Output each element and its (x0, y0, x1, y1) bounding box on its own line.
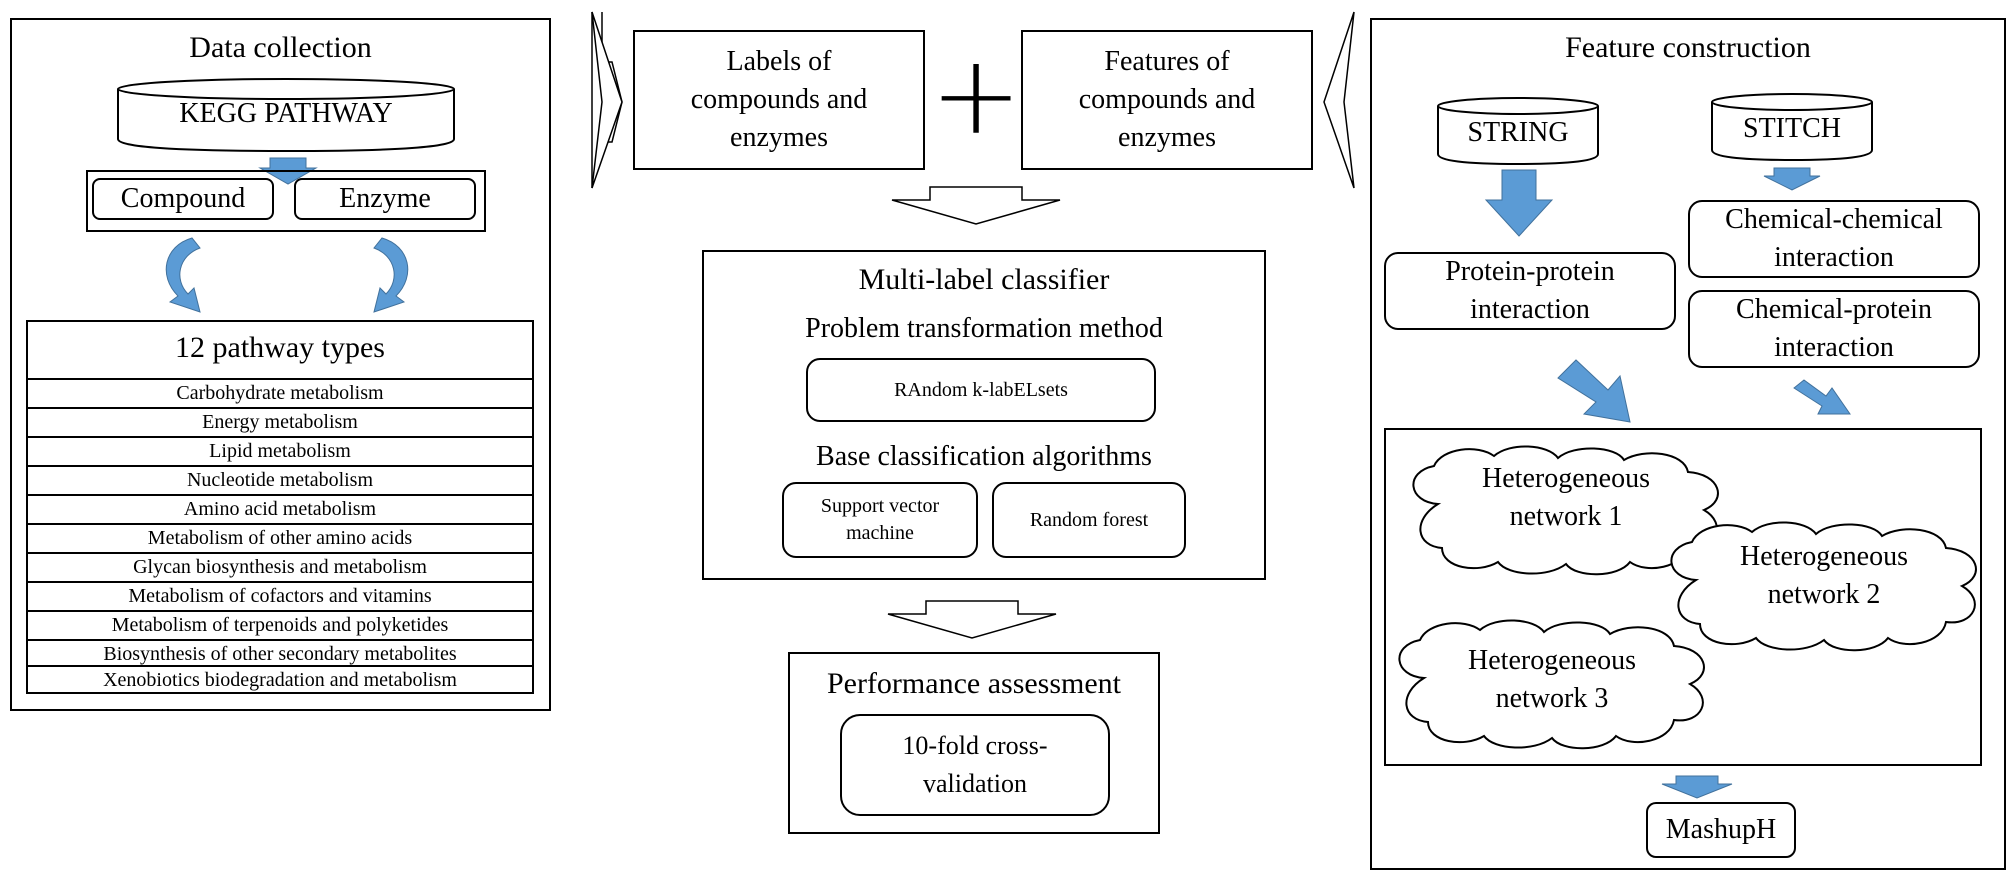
data-collection-panel: Data collection KEGG PATHWAY Compound En… (10, 18, 551, 711)
cci-line-2: interaction (1774, 242, 1894, 273)
random-forest-box: Random forest (992, 482, 1186, 558)
classifier-title: Multi-label classifier (858, 263, 1110, 296)
enzyme-box: Enzyme (294, 178, 476, 220)
heterogeneous-networks-group (1384, 428, 1982, 766)
ppi-box: Protein-protein interaction (1384, 252, 1676, 330)
cpi-line-2: interaction (1774, 332, 1894, 363)
cpi-line-1: Chemical-protein (1736, 294, 1932, 325)
data-collection-title: Data collection (189, 31, 372, 64)
svm-box: Support vector machine (782, 482, 978, 558)
network-2-line-1: Heterogeneous (1740, 541, 1908, 572)
stitch-down-arrow-icon (1763, 167, 1821, 191)
labels-line-2: compounds and (690, 84, 868, 115)
pathway-type-row: Metabolism of other amino acids (28, 523, 532, 552)
svm-line-2: machine (846, 522, 914, 544)
svm-line-1: Support vector (820, 495, 940, 517)
kegg-database-icon (117, 78, 455, 153)
cci-line-1: Chemical-chemical (1725, 204, 1943, 235)
plus-sign: + (930, 31, 1023, 159)
assessment-title: Performance assessment (826, 667, 1122, 700)
pathway-type-row: Carbohydrate metabolism (28, 378, 532, 407)
features-box: Features of compounds and enzymes (1021, 30, 1313, 170)
stitch-label: STITCH (1743, 113, 1841, 144)
pathway-types-table: 12 pathway types Carbohydrate metabolism… (26, 320, 534, 694)
network-3-line-1: Heterogeneous (1468, 645, 1636, 676)
feature-construction-panel: Feature construction STRING STITCH Prote… (1370, 18, 2006, 870)
features-line-1: Features of (1104, 46, 1230, 77)
stitch-database-icon (1711, 93, 1873, 162)
hollow-down-arrow-icon (891, 186, 1061, 225)
performance-assessment-panel: Performance assessment 10-fold cross- va… (788, 652, 1160, 834)
pathway-types-header: 12 pathway types (175, 331, 385, 364)
bca-title: Base classification algorithms (816, 441, 1152, 472)
features-line-3: enzymes (1118, 122, 1216, 153)
pathway-type-row: Energy metabolism (28, 407, 532, 436)
string-database-icon (1437, 97, 1599, 166)
compound-box: Compound (92, 178, 274, 220)
feature-construction-title: Feature construction (1565, 31, 1811, 64)
curved-arrow-left-icon (165, 237, 201, 313)
cloud-network-1-icon (1412, 445, 1719, 576)
pathway-type-row: Biosynthesis of other secondary metaboli… (28, 639, 532, 668)
right-hollow-arrow-icon (591, 11, 623, 189)
diagonal-arrow-left-icon (1557, 359, 1631, 423)
network-2-line-2: network 2 (1767, 579, 1881, 610)
labels-line-3: enzymes (730, 122, 828, 153)
curved-arrow-right-icon (373, 237, 409, 313)
network-3-line-2: network 3 (1495, 683, 1609, 714)
cloud-network-3-icon (1398, 619, 1705, 750)
pathway-type-row: Nucleotide metabolism (28, 465, 532, 494)
multi-label-classifier-panel: Multi-label classifier Problem transform… (702, 250, 1266, 580)
rakel-method-box: RAndom k-labELsets (806, 358, 1156, 422)
network-1-line-2: network 1 (1509, 501, 1623, 532)
network-1-line-1: Heterogeneous (1482, 463, 1650, 494)
cv-line-2: validation (923, 769, 1027, 798)
string-down-arrow-icon (1484, 169, 1554, 237)
pathway-type-row: Amino acid metabolism (28, 494, 532, 523)
compound-enzyme-group (86, 170, 486, 232)
pathway-type-row: Metabolism of cofactors and vitamins (28, 581, 532, 610)
cpi-box: Chemical-protein interaction (1688, 290, 1980, 368)
features-line-2: compounds and (1078, 84, 1256, 115)
mashuph-box: MashupH (1646, 802, 1796, 858)
ppi-line-2: interaction (1470, 294, 1590, 325)
pathway-type-row: Glycan biosynthesis and metabolism (28, 552, 532, 581)
ppi-line-1: Protein-protein (1445, 256, 1615, 287)
cv-line-1: 10-fold cross- (902, 731, 1048, 760)
cci-box: Chemical-chemical interaction (1688, 200, 1980, 278)
pathway-type-row: Lipid metabolism (28, 436, 532, 465)
kegg-pathway-label: KEGG PATHWAY (179, 98, 393, 129)
cloud-network-2-icon (1670, 521, 1977, 652)
left-hollow-arrow-icon (1323, 11, 1355, 189)
pathway-type-row: Xenobiotics biodegradation and metabolis… (28, 665, 532, 694)
labels-line-1: Labels of (726, 46, 832, 77)
cross-validation-box: 10-fold cross- validation (840, 714, 1110, 816)
ptm-title: Problem transformation method (805, 313, 1163, 344)
pathway-type-row: Metabolism of terpenoids and polyketides (28, 610, 532, 639)
labels-box: Labels of compounds and enzymes (633, 30, 925, 170)
diagonal-arrow-right-icon (1793, 379, 1851, 415)
hollow-down-arrow-icon-2 (887, 600, 1057, 639)
string-label: STRING (1467, 117, 1569, 148)
mashup-down-arrow-icon (1661, 775, 1733, 799)
